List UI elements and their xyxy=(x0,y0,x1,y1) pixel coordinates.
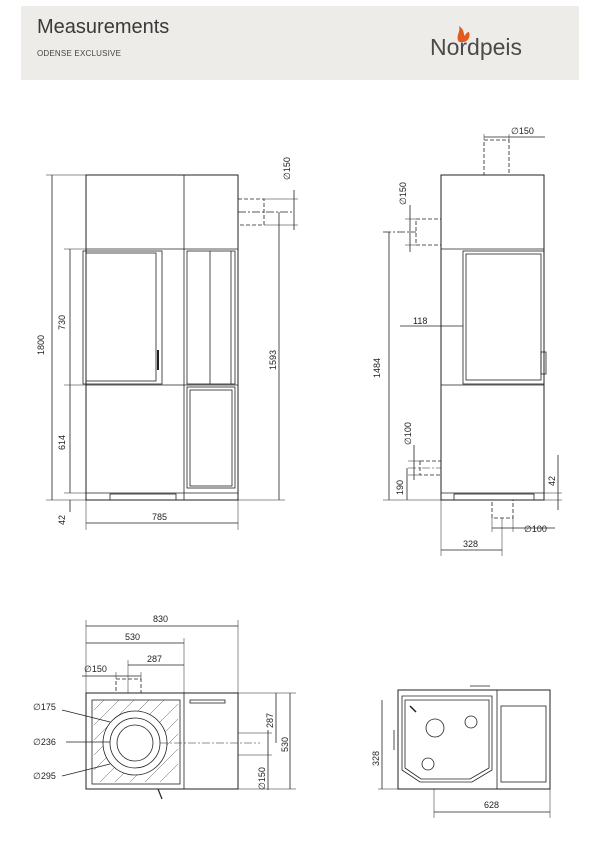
header-band: Measurements ODENSE EXCLUSIVE Nordpeis xyxy=(21,6,579,80)
top-depth: 530 xyxy=(280,737,290,752)
front-base-height: 614 xyxy=(57,435,67,450)
brand-name: Nordpeis xyxy=(430,34,523,60)
flame-icon xyxy=(457,26,470,42)
top-outlet-offset: 287 xyxy=(147,654,162,664)
side-bottom-air-diameter: ∅100 xyxy=(524,524,547,534)
top-depth-offset: 287 xyxy=(265,713,275,728)
top-outlet-diameter: ∅150 xyxy=(84,664,107,674)
top-ring-2: ∅236 xyxy=(33,737,56,747)
front-view xyxy=(46,174,298,530)
side-bottom-depth: 328 xyxy=(463,539,478,549)
floor-width: 628 xyxy=(484,800,499,810)
top-view xyxy=(61,620,296,800)
front-foot-height: 42 xyxy=(57,515,67,525)
side-air-intake-diameter: ∅100 xyxy=(403,422,413,445)
side-view xyxy=(383,134,562,556)
front-height-total: 1800 xyxy=(36,335,46,355)
side-air-intake-height: 190 xyxy=(395,480,405,495)
brand-logo: Nordpeis xyxy=(426,22,556,68)
top-stove-width: 530 xyxy=(125,632,140,642)
side-rear-outlet-diameter: ∅150 xyxy=(398,182,408,205)
side-door-offset: 118 xyxy=(413,316,427,326)
floor-depth: 328 xyxy=(371,751,381,766)
side-top-outlet-diameter: ∅150 xyxy=(511,126,534,136)
floor-plate-view xyxy=(378,685,551,818)
page-subtitle: ODENSE EXCLUSIVE xyxy=(37,49,122,58)
top-ring-1: ∅175 xyxy=(33,702,56,712)
top-ring-3: ∅295 xyxy=(33,771,56,781)
page-title: Measurements xyxy=(37,16,170,38)
top-total-width: 830 xyxy=(153,614,168,624)
top-side-outlet-diameter: ∅150 xyxy=(257,767,267,790)
front-outlet-diameter: ∅150 xyxy=(282,157,292,180)
side-foot-height: 42 xyxy=(547,476,557,486)
front-width: 785 xyxy=(152,512,167,522)
front-door-height: 730 xyxy=(57,315,67,330)
front-outlet-height: 1593 xyxy=(268,350,278,370)
side-rear-outlet-height: 1484 xyxy=(372,358,382,378)
